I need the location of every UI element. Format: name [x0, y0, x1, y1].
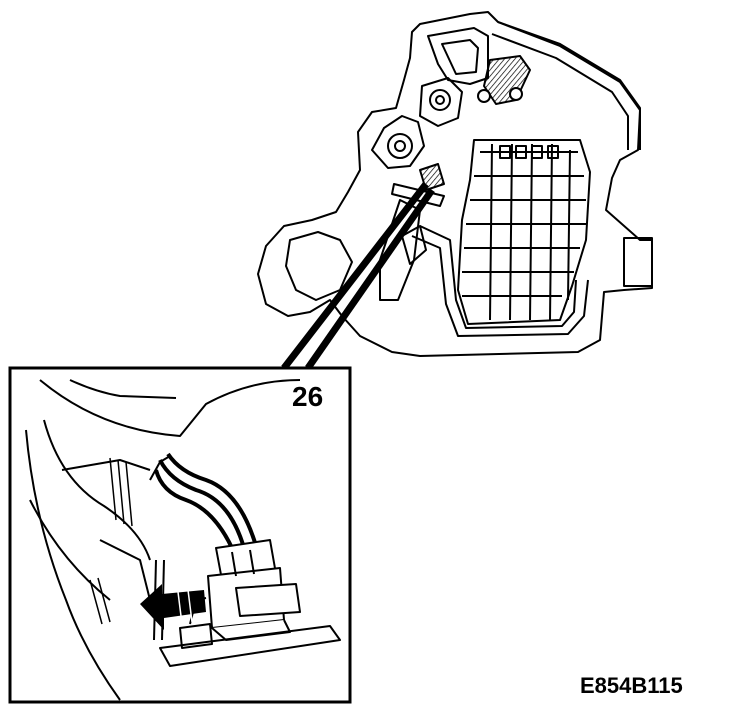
- callout-frame: [8, 366, 352, 704]
- actuator-motor-left: [371, 115, 425, 169]
- arrow-icon: [140, 584, 206, 630]
- hvac-housing-outline: [257, 11, 653, 357]
- leader-lines: [281, 181, 435, 371]
- figure-code: E854B115: [580, 673, 683, 698]
- detail-callout: 26: [8, 366, 352, 704]
- heater-core-grid: [457, 139, 591, 325]
- top-tube: [491, 21, 641, 150]
- wire-harness: [158, 459, 246, 549]
- hvac-assembly: [257, 11, 653, 357]
- coolant-pipe: [411, 225, 589, 337]
- callout-drawing: [25, 379, 341, 701]
- actuator-motor-top: [419, 77, 463, 127]
- side-box: [623, 237, 653, 287]
- callout-number: 26: [292, 381, 323, 412]
- upper-bracket: [427, 27, 489, 85]
